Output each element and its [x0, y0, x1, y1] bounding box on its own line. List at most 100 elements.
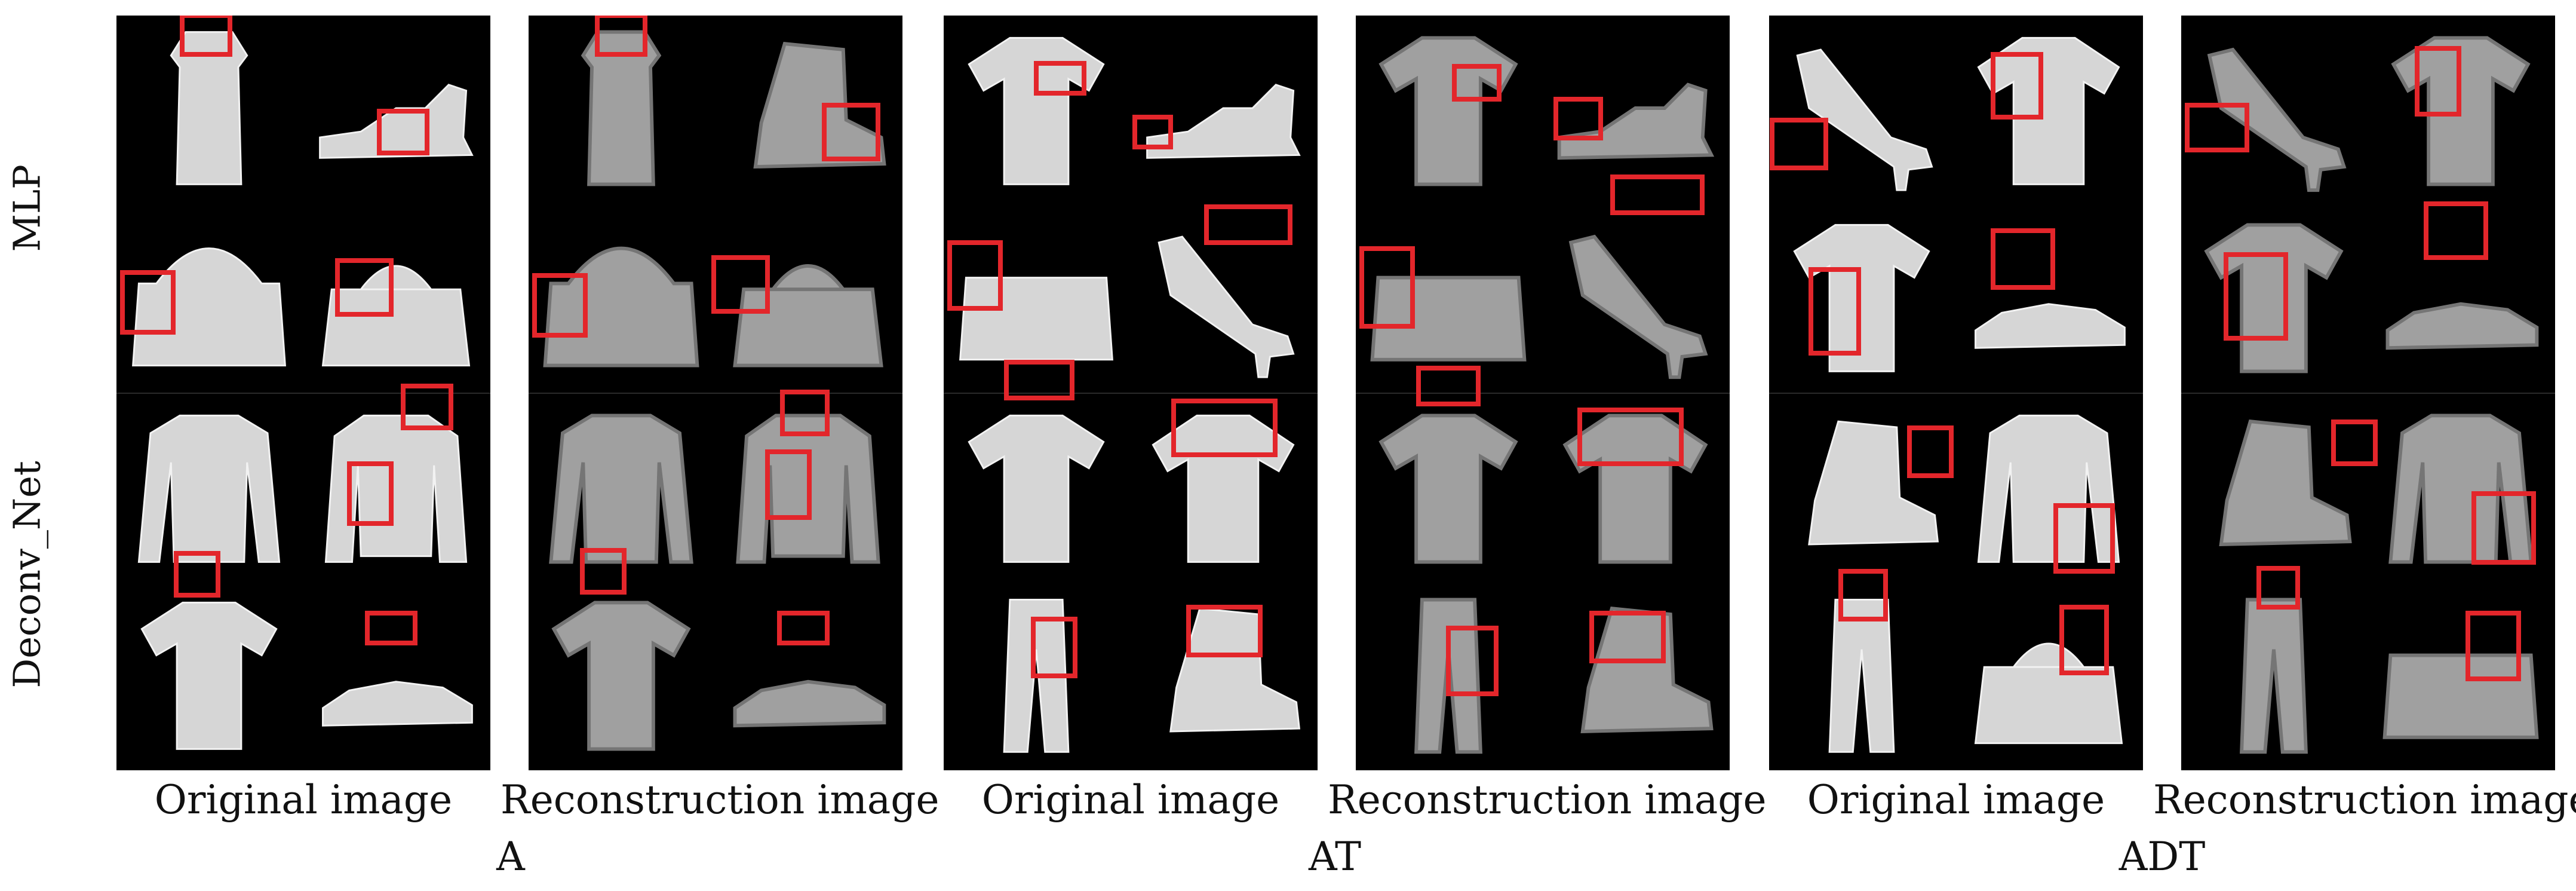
highlight-box — [711, 255, 770, 314]
row-label-mlp: MLP — [5, 164, 49, 252]
garment-purse — [1370, 275, 1527, 362]
highlight-box — [1838, 569, 1888, 621]
garment-silhouette — [321, 265, 471, 367]
garment-silhouette — [1003, 599, 1070, 753]
garment-silhouette — [1557, 82, 1715, 160]
garment-heel — [1796, 48, 1933, 191]
highlight-box — [180, 16, 232, 57]
highlight-box — [1991, 228, 2055, 290]
highlight-box — [347, 461, 394, 526]
garment-silhouette — [2385, 302, 2539, 350]
highlight-box — [1577, 408, 1684, 466]
highlight-box — [1132, 115, 1173, 149]
col-label-adt-original: Original image — [1807, 777, 2105, 823]
garment-longsleeve — [2388, 414, 2533, 564]
garment-heel — [1568, 234, 1708, 379]
garment-tshirt — [1793, 223, 1930, 372]
panel-adt-reconstruction-art — [2181, 36, 2555, 754]
garment-sandal — [1146, 84, 1301, 159]
garment-dress — [581, 30, 662, 186]
highlight-box — [947, 240, 1003, 311]
highlight-box — [1416, 366, 1481, 406]
highlight-box — [1004, 360, 1074, 400]
highlight-box — [2331, 420, 2378, 466]
garment-silhouette — [319, 84, 474, 159]
garment-tshirt — [140, 601, 278, 750]
garment-pants — [1003, 599, 1070, 753]
garment-silhouette — [1793, 223, 1930, 372]
highlight-box — [595, 16, 647, 57]
highlight-box — [1034, 61, 1086, 96]
garment-shirt — [1152, 414, 1295, 563]
garment-bag2 — [321, 265, 471, 367]
highlight-box — [377, 109, 429, 155]
highlight-box — [1446, 626, 1499, 696]
garment-bag2 — [733, 264, 883, 368]
garment-silhouette — [1974, 642, 2123, 745]
garment-silhouette — [733, 679, 886, 728]
garment-silhouette — [968, 36, 1105, 185]
highlight-box — [532, 273, 588, 338]
garment-silhouette — [1580, 607, 1714, 734]
highlight-box — [2224, 252, 2288, 341]
group-label-adt: ADT — [2118, 834, 2206, 880]
garment-silhouette — [322, 681, 473, 727]
highlight-box — [2059, 605, 2109, 675]
garment-silhouette — [1975, 303, 2126, 349]
garment-silhouette — [581, 30, 662, 186]
garment-boot — [2219, 420, 2352, 547]
garment-silhouette — [1146, 84, 1301, 159]
garment-tshirt — [1378, 36, 1518, 186]
highlight-box — [1589, 611, 1666, 663]
garment-silhouette — [1828, 599, 1895, 753]
garment-sneaker — [2385, 302, 2539, 350]
panel-at-reconstruction-art — [1356, 36, 1730, 754]
highlight-box — [1452, 64, 1502, 102]
garment-longsleeve — [549, 414, 693, 564]
row-label-deconv-net: Deconv_Net — [5, 461, 49, 688]
panel-a-reconstruction-art — [529, 16, 902, 751]
garment-sneaker — [733, 679, 886, 728]
highlight-box — [2256, 566, 2300, 610]
highlight-box — [120, 270, 176, 335]
garment-silhouette — [1414, 598, 1482, 754]
highlight-box — [1610, 174, 1705, 215]
highlight-box — [1031, 617, 1077, 678]
highlight-box — [1553, 97, 1603, 140]
garment-pants — [1828, 599, 1895, 753]
highlight-box — [174, 551, 220, 598]
garment-boot — [753, 42, 886, 169]
garment-silhouette — [1562, 414, 1708, 564]
garment-silhouette — [1370, 275, 1527, 362]
garment-silhouette — [2382, 653, 2539, 739]
garment-tshirt — [968, 414, 1105, 563]
col-label-adt-reconstruction: Reconstruction image — [2153, 777, 2576, 823]
garment-silhouette — [551, 601, 691, 751]
garment-jacket — [324, 414, 468, 563]
garment-silhouette — [549, 414, 693, 564]
highlight-box — [401, 384, 453, 430]
panel-a-original — [116, 16, 490, 770]
col-label-a-original: Original image — [154, 777, 453, 823]
garment-tshirt — [968, 36, 1105, 185]
highlight-box — [580, 548, 627, 595]
col-label-a-reconstruction: Reconstruction image — [501, 777, 939, 823]
garment-silhouette — [2204, 223, 2344, 373]
panel-a-reconstruction — [529, 16, 902, 770]
highlight-box — [765, 449, 812, 520]
panel-at-original — [944, 16, 1318, 770]
garment-pants — [2240, 598, 2308, 754]
garment-silhouette — [2240, 598, 2308, 754]
highlight-box — [2415, 46, 2461, 117]
panel-adt-original-art — [1769, 36, 2143, 753]
highlight-box — [822, 103, 880, 161]
garment-tshirt — [1378, 414, 1518, 564]
highlight-box — [1770, 118, 1828, 170]
garment-tshirt — [2204, 223, 2344, 373]
garment-silhouette — [2388, 414, 2533, 564]
garment-heel — [1157, 235, 1295, 378]
panel-at-original-art — [944, 36, 1318, 753]
panel-at-reconstruction — [1356, 16, 1730, 770]
garment-silhouette — [733, 264, 883, 368]
garment-heel — [2207, 47, 2347, 192]
